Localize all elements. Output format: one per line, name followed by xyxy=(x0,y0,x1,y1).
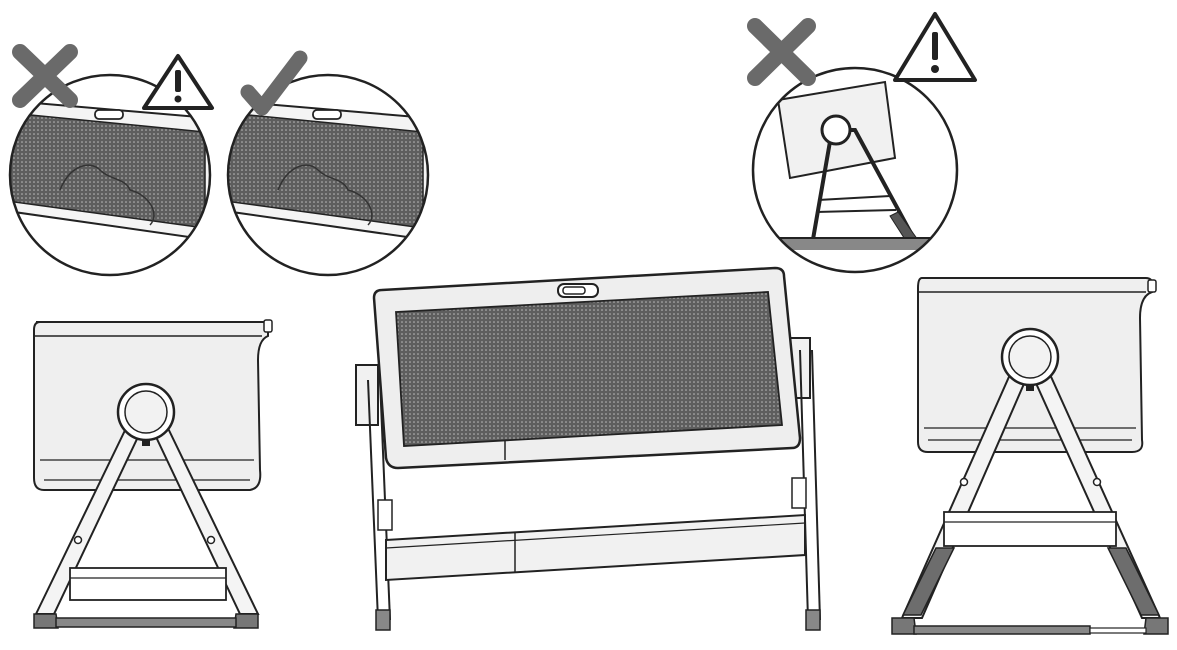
side-view-right xyxy=(891,277,1169,635)
side-view-left xyxy=(33,319,273,629)
warning-triangle-icon xyxy=(142,54,214,110)
detail-circle-incorrect-1 xyxy=(8,44,214,277)
front-view-center xyxy=(355,266,821,631)
cross-icon xyxy=(12,44,78,108)
detail-circle-correct xyxy=(226,50,430,277)
detail-circle-incorrect-2 xyxy=(747,12,977,274)
cross-icon xyxy=(747,18,816,86)
checkmark-icon xyxy=(240,50,308,116)
warning-triangle-icon xyxy=(893,12,977,82)
